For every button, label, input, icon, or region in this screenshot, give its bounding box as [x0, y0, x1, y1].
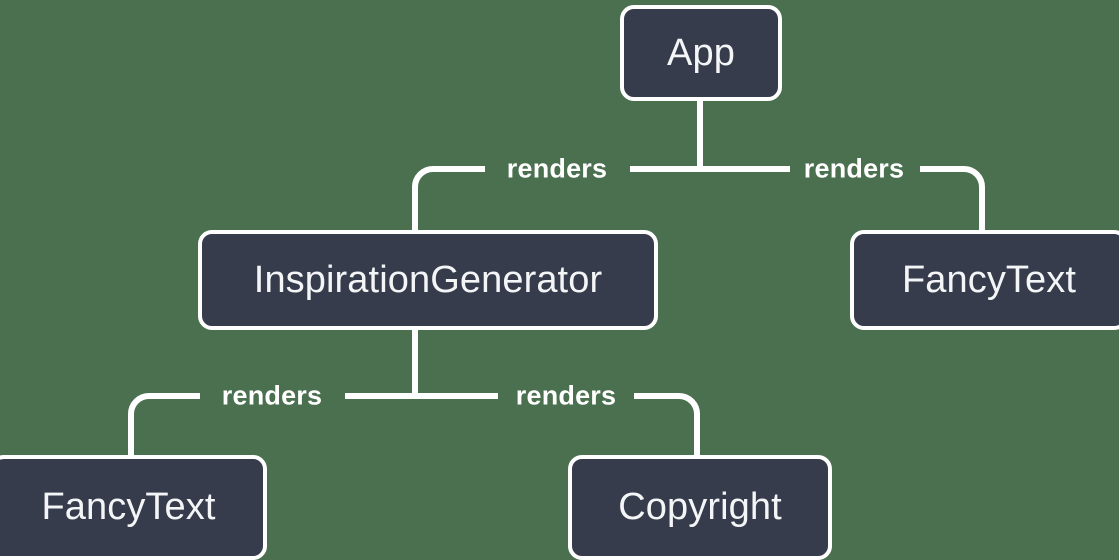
edge-label-app-fancytext: renders [803, 153, 905, 184]
edge-label-app-inspiration: renders [506, 153, 608, 184]
edge-inspiration-to-copyright [634, 393, 700, 455]
edge-inspiration-to-fancytext [128, 393, 200, 455]
node-fancytext-right[interactable]: FancyText [850, 230, 1119, 330]
node-copyright-label: Copyright [618, 486, 782, 528]
node-copyright[interactable]: Copyright [568, 455, 832, 560]
edge-app-to-fancytext [920, 166, 985, 230]
node-fancytext-right-label: FancyText [901, 258, 1077, 301]
node-inspiration-generator[interactable]: InspirationGenerator [198, 230, 658, 330]
node-app[interactable]: App [620, 5, 782, 101]
edge-app-to-inspiration [412, 166, 485, 230]
node-app-label: App [667, 31, 735, 74]
node-fancytext-left[interactable]: FancyText [0, 455, 267, 560]
node-inspiration-generator-label: InspirationGenerator [253, 258, 603, 301]
node-fancytext-left-label: FancyText [41, 486, 216, 528]
edge-label-inspiration-fancytext: renders [221, 380, 323, 411]
edge-label-inspiration-copyright: renders [515, 380, 617, 411]
